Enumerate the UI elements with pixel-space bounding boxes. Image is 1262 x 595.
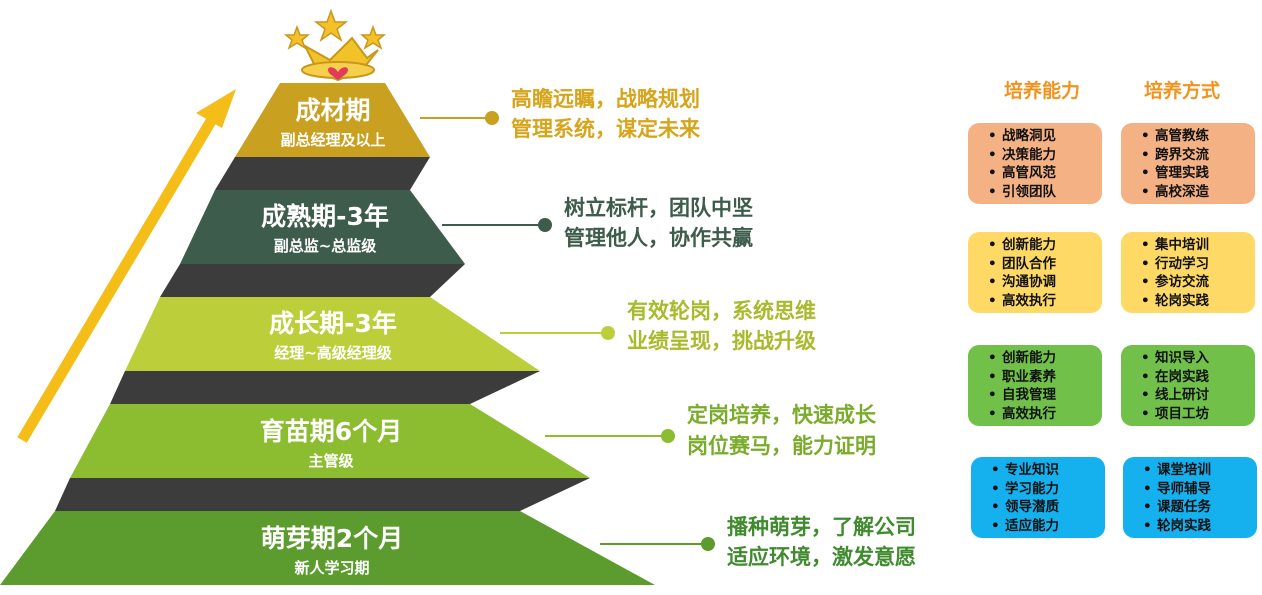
tier-shape	[0, 511, 655, 585]
method-item: 集中培训	[1121, 236, 1251, 255]
ability-item: 学习能力	[971, 480, 1101, 499]
method-box: 知识导入 在岗实践 线上研讨 项目工坊	[1121, 345, 1255, 426]
method-header: 培养方式	[1143, 80, 1220, 102]
method-item: 管理实践	[1121, 164, 1251, 183]
ability-box: 战略洞见 决策能力 高管风范 引领团队	[968, 123, 1102, 204]
method-item: 在岗实践	[1121, 368, 1251, 387]
tier-subtitle: 经理~高级经理级	[274, 344, 393, 362]
tier-description: 管理他人，协作共赢	[564, 226, 753, 250]
tier-shape	[180, 190, 465, 264]
tier-description: 有效轮岗，系统思维	[627, 299, 816, 323]
ability-item: 自我管理	[968, 386, 1098, 405]
tier-description: 树立标杆，团队中坚	[564, 196, 753, 220]
method-item: 课堂培训	[1123, 461, 1253, 480]
method-item: 高管教练	[1121, 127, 1251, 146]
ability-item: 高效执行	[968, 292, 1098, 311]
ability-box: 专业知识 学习能力 领导潜质 适应能力	[971, 457, 1105, 538]
tier-shape	[70, 404, 590, 478]
method-item: 高校深造	[1121, 183, 1251, 202]
tier-shape	[235, 83, 430, 157]
method-item: 轮岗实践	[1123, 517, 1253, 536]
method-item: 导师辅导	[1123, 480, 1253, 499]
method-box: 课堂培训 导师辅导 课题任务 轮岗实践	[1123, 457, 1257, 538]
method-item: 行动学习	[1121, 255, 1251, 274]
crown-icon	[283, 8, 387, 82]
tier-description: 高瞻远瞩，战略规划	[511, 87, 700, 111]
method-box: 高管教练 跨界交流 管理实践 高校深造	[1121, 123, 1255, 204]
method-box: 集中培训 行动学习 参访交流 轮岗实践	[1121, 232, 1255, 313]
ability-item: 引领团队	[968, 183, 1098, 202]
pyramid-connector	[215, 157, 430, 190]
tier-description: 适应环境，激发意愿	[727, 545, 916, 569]
ability-item: 适应能力	[971, 517, 1101, 536]
tier-third: 成长期-3年 经理~高级经理级	[125, 297, 540, 371]
pyramid-connector	[160, 264, 465, 297]
ability-item: 高管风范	[968, 164, 1098, 183]
ability-item: 领导潜质	[971, 498, 1101, 517]
tier-description: 管理系统，谋定未来	[511, 117, 701, 141]
pyramid-connector	[55, 478, 590, 511]
ability-item: 高效执行	[968, 405, 1098, 424]
ability-item: 创新能力	[968, 349, 1098, 368]
tier-subtitle: 副总监~总监级	[274, 237, 378, 255]
method-item: 跨界交流	[1121, 146, 1251, 165]
ability-item: 战略洞见	[968, 127, 1098, 146]
ability-item: 职业素养	[968, 368, 1098, 387]
ability-item: 创新能力	[968, 236, 1098, 255]
tier-fourth: 育苗期6个月 主管级	[70, 404, 590, 478]
ability-box: 创新能力 职业素养 自我管理 高效执行	[968, 345, 1102, 426]
tier-description: 播种萌芽，了解公司	[727, 515, 916, 539]
tier-description: 业绩呈现，挑战升级	[627, 329, 816, 353]
pyramid-connector	[110, 371, 540, 404]
tier-description: 岗位赛马，能力证明	[687, 434, 876, 458]
tier-title: 萌芽期2个月	[261, 524, 403, 553]
tier-subtitle: 副总经理及以上	[280, 131, 385, 149]
tier-description: 定岗培养，快速成长	[687, 403, 877, 427]
upward-arrow-icon	[17, 89, 236, 443]
tier-title: 成长期-3年	[269, 309, 397, 338]
ability-item: 决策能力	[968, 146, 1098, 165]
tier-title: 成材期	[295, 96, 370, 125]
tier-second: 成熟期-3年 副总监~总监级	[180, 190, 465, 264]
tier-title: 育苗期6个月	[260, 417, 402, 446]
ability-item: 沟通协调	[968, 273, 1098, 292]
tier-top: 成材期 副总经理及以上	[235, 83, 430, 157]
method-item: 线上研讨	[1121, 386, 1251, 405]
tier-title: 成熟期-3年	[261, 202, 389, 231]
ability-box: 创新能力 团队合作 沟通协调 高效执行	[968, 232, 1102, 313]
method-item: 知识导入	[1121, 349, 1251, 368]
tier-shape	[125, 297, 540, 371]
method-item: 课题任务	[1123, 498, 1253, 517]
method-item: 项目工坊	[1121, 405, 1251, 424]
tier-subtitle: 新人学习期	[294, 559, 369, 577]
ability-item: 团队合作	[968, 255, 1098, 274]
method-item: 参访交流	[1121, 273, 1251, 292]
tier-bottom: 萌芽期2个月 新人学习期	[0, 511, 655, 585]
tier-subtitle: 主管级	[308, 452, 354, 470]
ability-header: 培养能力	[1003, 80, 1080, 102]
method-item: 轮岗实践	[1121, 292, 1251, 311]
ability-item: 专业知识	[971, 461, 1101, 480]
